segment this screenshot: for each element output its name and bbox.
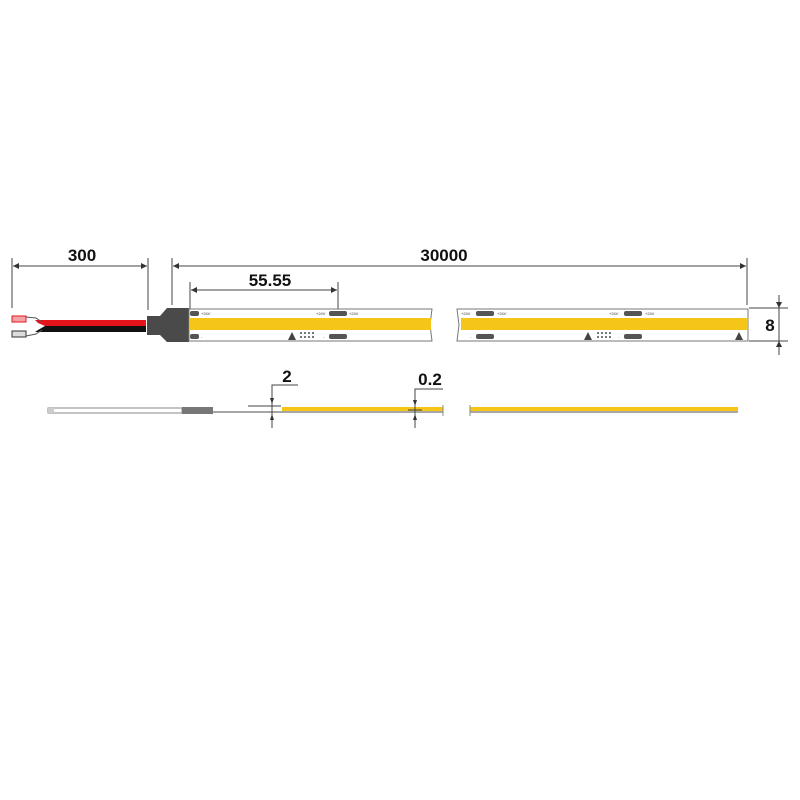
power-wires bbox=[11, 315, 146, 338]
cut-mark-icon bbox=[288, 332, 296, 340]
pad-label-positive: +24V bbox=[461, 311, 471, 316]
pad-label-positive: +24V bbox=[349, 311, 359, 316]
side-height-label: 2 bbox=[282, 367, 291, 386]
strip-width-dimension: 8 bbox=[749, 295, 788, 355]
side-thickness-dimension: 0.2 bbox=[408, 370, 443, 428]
strip-width-label: 8 bbox=[765, 316, 774, 335]
led-band-side bbox=[470, 407, 738, 411]
side-thickness-label: 0.2 bbox=[418, 370, 442, 389]
led-band bbox=[461, 318, 747, 330]
pad-label-negative: - bbox=[618, 334, 620, 339]
pad-label-positive: +24V bbox=[497, 311, 507, 316]
red-wire-terminal bbox=[11, 315, 27, 323]
cut-mark-icon bbox=[735, 332, 743, 340]
strip-top-view-segment-2: +24V +24V - +24V +24V - bbox=[456, 308, 749, 342]
strip-side-view bbox=[47, 405, 738, 416]
pad-label-negative: - bbox=[323, 334, 325, 339]
led-band-side bbox=[282, 407, 443, 411]
strip-top-view-segment-1: +24V - +24V +24V - bbox=[188, 308, 433, 342]
strip-length-label: 30000 bbox=[420, 246, 467, 265]
pad-label-positive: +24V bbox=[201, 311, 211, 316]
strip-length-dimension: 30000 bbox=[171, 246, 748, 305]
pad-label-positive: +24V bbox=[645, 311, 655, 316]
wire-length-dimension: 300 bbox=[11, 246, 149, 310]
sleeve-side bbox=[182, 407, 213, 414]
cable-side bbox=[47, 407, 183, 414]
pad-label-negative: - bbox=[201, 334, 203, 339]
cut-unit-dimension: 55.55 bbox=[189, 271, 339, 318]
led-band bbox=[190, 318, 431, 330]
connector-cap bbox=[147, 308, 189, 342]
pad-label-positive: +24V bbox=[316, 311, 326, 316]
cut-mark-icon bbox=[584, 332, 592, 340]
side-height-dimension: 2 bbox=[248, 367, 298, 428]
wire-length-label: 300 bbox=[68, 246, 96, 265]
pad-label-positive: +24V bbox=[609, 311, 619, 316]
black-wire-terminal bbox=[11, 330, 27, 338]
cut-unit-label: 55.55 bbox=[249, 271, 292, 290]
pad-label-negative: - bbox=[470, 334, 472, 339]
